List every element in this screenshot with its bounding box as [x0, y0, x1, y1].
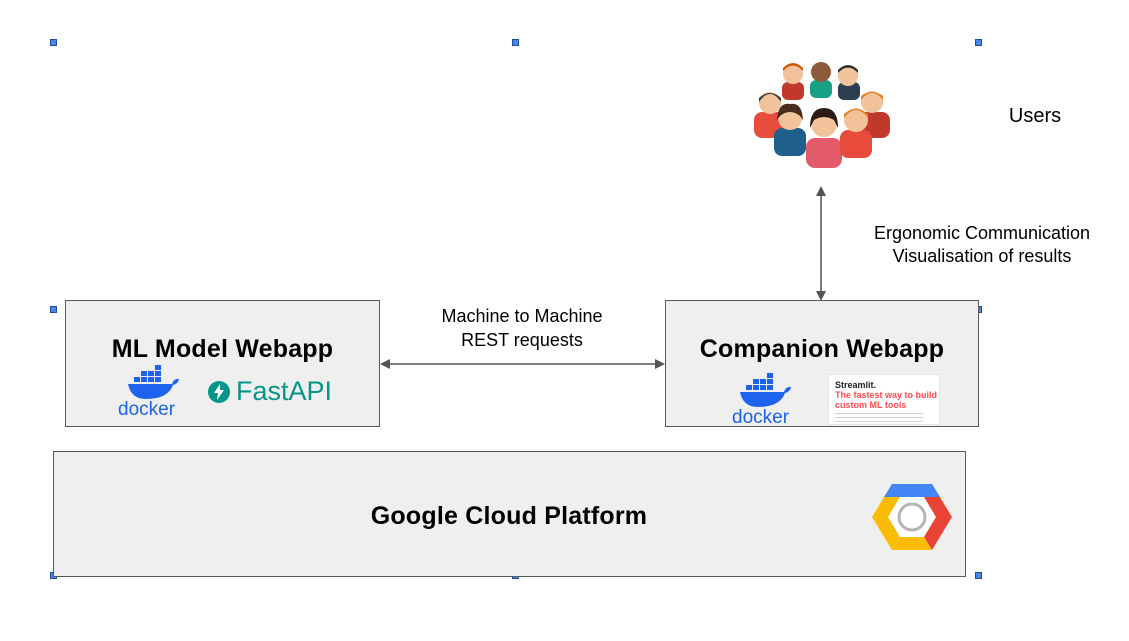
- ml-model-webapp-box[interactable]: ML Model Webapp docker FastAPI: [65, 300, 380, 427]
- users-companion-label-line1: Ergonomic Communication: [873, 223, 1091, 243]
- companion-webapp-title: Companion Webapp: [699, 335, 945, 363]
- gcp-box[interactable]: Google Cloud Platform: [53, 451, 966, 577]
- users-companion-arrow: [816, 186, 826, 301]
- selection-handle[interactable]: [512, 39, 519, 46]
- users-label: Users: [1008, 105, 1062, 127]
- fastapi-icon: [208, 381, 230, 403]
- streamlit-placeholder-lines: [835, 413, 923, 414]
- streamlit-brand: Streamlit.: [835, 380, 877, 390]
- docker-icon: [740, 373, 791, 407]
- fastapi-wordmark: FastAPI: [236, 376, 333, 406]
- docker-wordmark: docker: [732, 407, 790, 428]
- selection-handle[interactable]: [50, 39, 57, 46]
- gcp-title: Google Cloud Platform: [370, 502, 648, 530]
- google-cloud-logo-icon: [872, 484, 952, 550]
- docker-icon: [128, 365, 179, 399]
- streamlit-banner: Streamlit. The fastest way to build cust…: [828, 374, 940, 425]
- ml-companion-label-line1: Machine to Machine: [441, 306, 603, 326]
- ml-companion-label-line2: REST requests: [461, 330, 583, 350]
- docker-wordmark: docker: [118, 399, 176, 420]
- users-group-icon: [754, 62, 890, 168]
- users-companion-label-line2: Visualisation of results: [892, 246, 1072, 266]
- streamlit-tagline: The fastest way to build custom ML tools: [835, 390, 938, 410]
- ml-companion-arrow: [380, 359, 665, 369]
- companion-webapp-box[interactable]: Companion Webapp docker Streamlit. The f…: [665, 300, 979, 428]
- selection-handle[interactable]: [975, 39, 982, 46]
- ml-model-webapp-title: ML Model Webapp: [111, 335, 334, 363]
- selection-handle[interactable]: [975, 572, 982, 579]
- selection-handle[interactable]: [50, 306, 57, 313]
